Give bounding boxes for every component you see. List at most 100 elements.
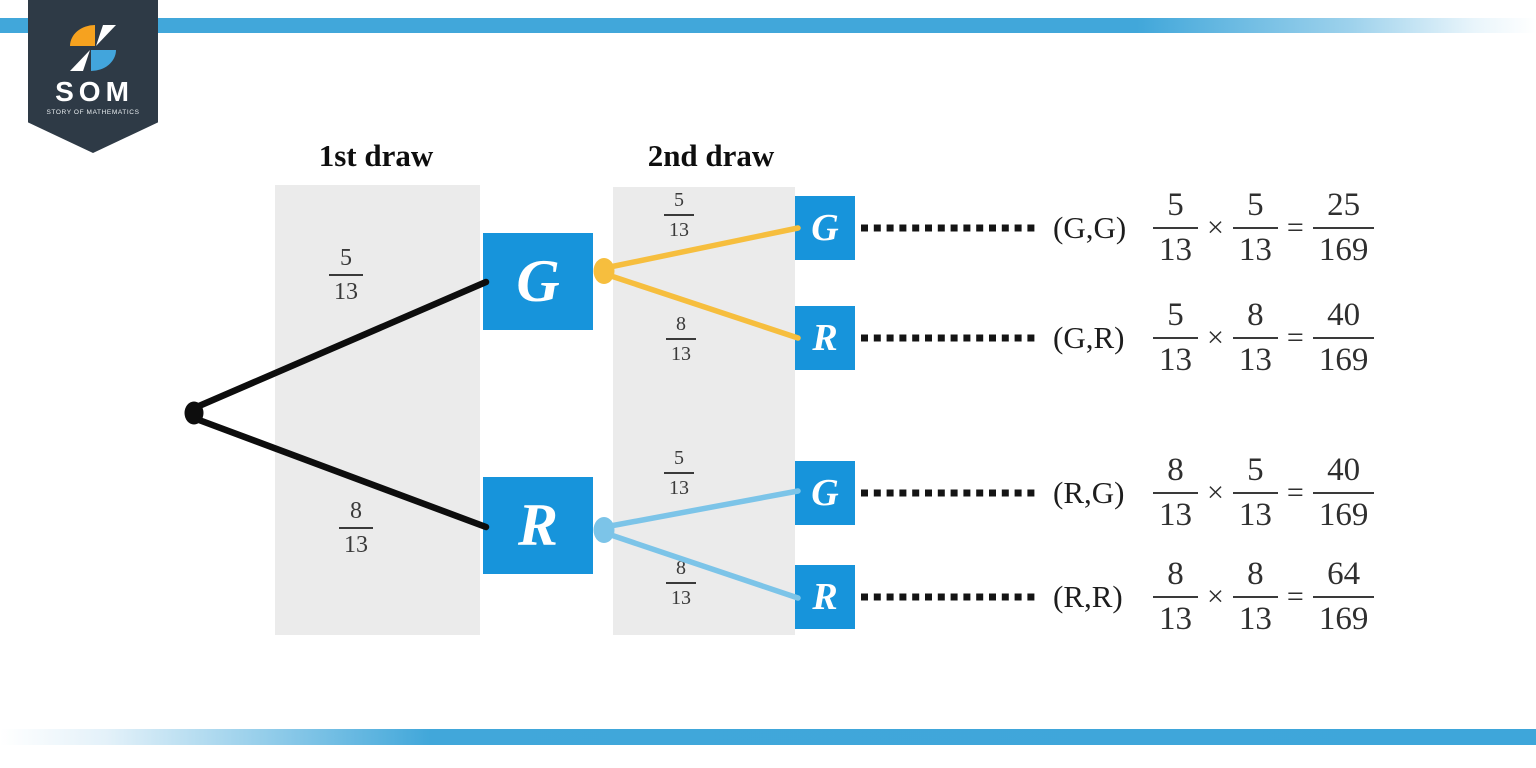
- multiply-operator: ×: [1207, 580, 1224, 613]
- logo-title: SOM: [55, 76, 134, 107]
- fraction-numerator: 8: [1247, 297, 1264, 333]
- first-draw-panel: [275, 185, 480, 635]
- fraction-denominator: 13: [1153, 337, 1198, 377]
- fraction-denominator: 13: [1153, 492, 1198, 532]
- fraction-denominator: 13: [1232, 227, 1278, 267]
- pinwheel-blue-quarter: [91, 50, 116, 71]
- outcome-pair-label: (G,R): [1053, 320, 1125, 355]
- fraction-denominator: 13: [1153, 596, 1198, 636]
- fraction-numerator: 5: [1247, 187, 1264, 223]
- bottom-decorative-stripe: [0, 729, 1536, 745]
- fraction-denominator: 169: [1312, 596, 1375, 636]
- fraction-denominator: 13: [1232, 492, 1278, 532]
- node-first-draw-G: G: [483, 233, 593, 330]
- equals-sign: =: [1286, 321, 1304, 354]
- equals-sign: =: [1286, 580, 1304, 613]
- node-label: G: [811, 207, 839, 249]
- node-second-draw-GR: R: [795, 306, 855, 370]
- fraction-numerator: 8: [350, 498, 362, 524]
- fraction-numerator: 64: [1327, 556, 1361, 592]
- probability-R-to-R: 8 13: [666, 558, 696, 608]
- probability-root-to-G: 5 13: [329, 246, 363, 304]
- node-second-draw-RG: G: [795, 461, 855, 525]
- multiply-operator: ×: [1207, 321, 1224, 354]
- fraction-denominator: 13: [1232, 596, 1278, 636]
- fraction-numerator: 5: [1247, 452, 1264, 488]
- root-node-dot: [184, 401, 204, 425]
- fraction-denominator: 169: [1312, 337, 1375, 377]
- probability-root-to-R: 8 13: [339, 499, 373, 557]
- fraction-denominator: 169: [1312, 492, 1375, 532]
- fraction-denominator: 13: [664, 214, 694, 240]
- multiply-operator: ×: [1207, 211, 1224, 244]
- fraction-denominator: 13: [329, 274, 363, 304]
- fraction-numerator: 8: [1167, 556, 1184, 592]
- pinwheel-orange-quarter: [70, 25, 95, 46]
- logo-subtitle: STORY OF MATHEMATICS: [46, 109, 140, 116]
- fraction-numerator: 5: [674, 447, 684, 469]
- top-decorative-stripe: [0, 18, 1536, 33]
- node-first-draw-R: R: [483, 477, 593, 574]
- node-label: R: [812, 576, 838, 618]
- som-pinwheel-icon: [69, 25, 117, 71]
- fraction-numerator: 40: [1327, 297, 1361, 333]
- fraction-denominator: 13: [664, 472, 694, 498]
- fraction-denominator: 13: [339, 527, 373, 557]
- fraction-numerator: 8: [1167, 452, 1184, 488]
- fraction-denominator: 13: [1232, 337, 1278, 377]
- fraction-numerator: 5: [340, 245, 352, 271]
- fraction-denominator: 13: [666, 338, 696, 364]
- node-second-draw-RR: R: [795, 565, 855, 629]
- node-label: R: [812, 317, 838, 359]
- header-first-draw: 1st draw: [318, 138, 434, 173]
- outcome-pair-label: (R,R): [1053, 579, 1123, 614]
- outcome-pair-label: (G,G): [1053, 210, 1127, 245]
- fraction-numerator: 40: [1327, 452, 1361, 488]
- fraction-numerator: 5: [1167, 297, 1184, 333]
- multiply-operator: ×: [1207, 476, 1224, 509]
- node-label: G: [516, 248, 560, 314]
- fraction-denominator: 13: [666, 582, 696, 608]
- header-second-draw: 2nd draw: [647, 138, 775, 173]
- fraction-numerator: 5: [1167, 187, 1184, 223]
- second-draw-panel: [613, 187, 795, 635]
- probability-G-to-R: 8 13: [666, 314, 696, 364]
- equals-sign: =: [1286, 476, 1304, 509]
- outcome-pair-label: (R,G): [1053, 475, 1125, 510]
- logo-banner: SOM STORY OF MATHEMATICS: [28, 0, 158, 153]
- G-branch-dot: [593, 258, 615, 284]
- node-label: G: [811, 472, 839, 514]
- pinwheel-white-triangle-bottom: [70, 50, 90, 71]
- probability-R-to-G: 5 13: [664, 448, 694, 498]
- fraction-numerator: 8: [676, 557, 686, 579]
- pinwheel-white-triangle-top: [96, 25, 116, 46]
- equals-sign: =: [1286, 211, 1304, 244]
- fraction-denominator: 169: [1312, 227, 1375, 267]
- fraction-denominator: 13: [1153, 227, 1198, 267]
- fraction-numerator: 8: [1247, 556, 1264, 592]
- probability-G-to-G: 5 13: [664, 190, 694, 240]
- R-branch-dot: [593, 517, 615, 543]
- node-label: R: [517, 492, 559, 558]
- fraction-numerator: 25: [1327, 187, 1361, 223]
- fraction-numerator: 8: [676, 313, 686, 335]
- dotted-leaders: [861, 224, 1037, 601]
- node-second-draw-GG: G: [795, 196, 855, 260]
